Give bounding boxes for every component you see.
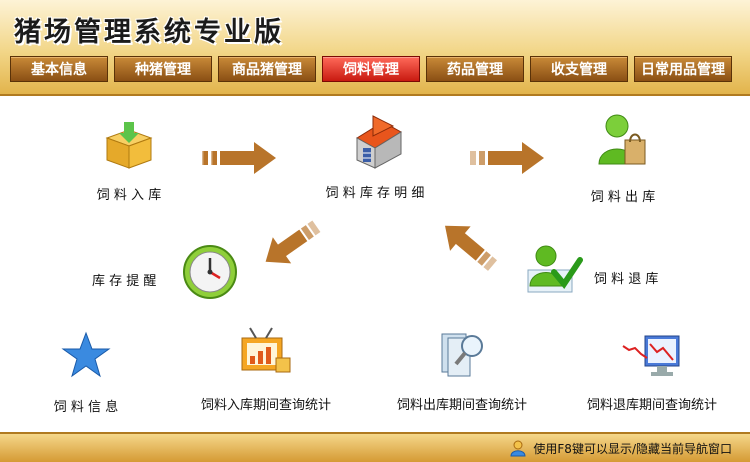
box-download-icon	[105, 122, 153, 169]
document-search-icon	[441, 333, 483, 377]
arrow-right-icon	[202, 142, 276, 174]
clock-alert-icon	[183, 245, 237, 299]
nav-toggle-hint-text: 使用F8键可以显示/隐藏当前导航窗口	[533, 441, 732, 456]
feed-in-button[interactable]: 饲 料 入 库	[84, 120, 174, 203]
inventory-detail-label: 饲 料 库 存 明 细	[325, 186, 425, 201]
arrow-up-left-icon	[445, 225, 498, 271]
feed-nav-panel: 饲 料 入 库 饲 料 库 存 明 细 饲 料 出 库	[0, 96, 750, 432]
main-nav: 基本信息 种猪管理 商品猪管理 饲料管理 药品管理 收支管理 日常用品管理	[10, 56, 732, 82]
app-title: 猪场管理系统专业版	[14, 17, 284, 48]
tab-commercial-pig[interactable]: 商品猪管理	[218, 56, 316, 82]
feed-return-button[interactable]	[524, 242, 584, 296]
stock-alert-button[interactable]	[180, 242, 242, 302]
app-header: 猪场管理系统专业版 基本信息 种猪管理 商品猪管理 饲料管理 药品管理 收支管理…	[0, 0, 750, 96]
star-icon	[61, 331, 111, 378]
feed-out-button[interactable]: 饲 料 出 库	[578, 110, 668, 205]
feed-out-stats-button[interactable]: 饲料出库期间查询统计	[384, 328, 540, 413]
nav-toggle-hint: 使用F8键可以显示/隐藏当前导航窗口	[509, 439, 732, 457]
feed-out-stats-label: 饲料出库期间查询统计	[396, 398, 527, 413]
inventory-detail-button[interactable]: 饲 料 库 存 明 细	[300, 108, 450, 201]
feed-info-button[interactable]: 饲 料 信 息	[40, 330, 132, 415]
feed-in-stats-label: 饲料入库期间查询统计	[200, 398, 331, 413]
feed-return-stats-button[interactable]: 饲料退库期间查询统计	[574, 332, 730, 413]
tab-breeding-pig[interactable]: 种猪管理	[114, 56, 212, 82]
user-icon	[510, 440, 526, 457]
feed-out-label: 饲 料 出 库	[590, 190, 656, 205]
stock-alert-label[interactable]: 库 存 提 醒	[92, 274, 157, 289]
tab-basic-info[interactable]: 基本信息	[10, 56, 108, 82]
warehouse-icon	[356, 115, 402, 169]
tab-daily-supplies[interactable]: 日常用品管理	[634, 56, 732, 82]
tab-feed[interactable]: 饲料管理	[322, 56, 420, 82]
arrow-right-icon	[470, 142, 544, 174]
tab-finance[interactable]: 收支管理	[530, 56, 628, 82]
monitor-chart-icon	[622, 335, 680, 376]
user-check-icon	[527, 245, 583, 293]
user-shopping-bag-icon	[598, 114, 646, 165]
feed-in-stats-button[interactable]: 饲料入库期间查询统计	[188, 324, 344, 413]
arrow-down-left-icon	[265, 220, 321, 264]
feed-in-label: 饲 料 入 库	[96, 188, 162, 203]
tv-chart-icon	[241, 327, 291, 373]
feed-return-stats-label: 饲料退库期间查询统计	[586, 398, 717, 413]
tab-medicine[interactable]: 药品管理	[426, 56, 524, 82]
status-bar: 使用F8键可以显示/隐藏当前导航窗口	[0, 432, 750, 462]
feed-return-label[interactable]: 饲 料 退 库	[594, 272, 659, 287]
feed-info-label: 饲 料 信 息	[53, 400, 119, 415]
